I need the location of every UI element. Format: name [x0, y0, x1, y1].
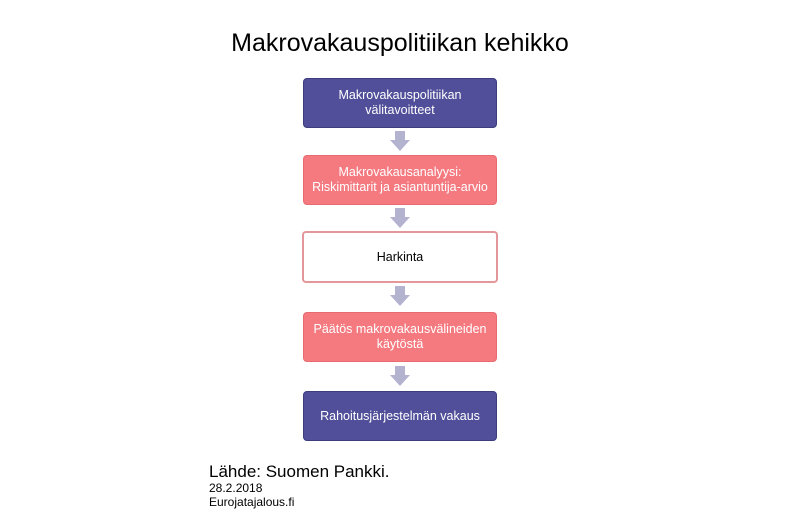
box-label: Rahoitusjärjestelmän vakaus: [320, 408, 480, 423]
box-financial-stability: Rahoitusjärjestelmän vakaus: [303, 391, 497, 441]
box-label: Päätös makrovakausvälineiden käytöstä: [313, 322, 487, 351]
down-arrow-icon: [390, 366, 410, 386]
diagram-title: Makrovakauspolitiikan kehikko: [231, 29, 569, 57]
source-note: Lähde: Suomen Pankki.: [209, 462, 390, 481]
box-label: Makrovakauspolitiikan välitavoitteet: [338, 88, 462, 117]
box-judgement: Harkinta: [302, 231, 498, 283]
site-note: Eurojatajalous.fi: [209, 495, 295, 509]
box-intermediate-objectives: Makrovakauspolitiikan välitavoitteet: [303, 78, 497, 128]
date-note: 28.2.2018: [209, 481, 263, 495]
box-label: Makrovakausanalyysi: Riskimittarit ja as…: [312, 165, 488, 194]
box-label: Harkinta: [376, 249, 424, 264]
down-arrow-icon: [390, 286, 410, 306]
down-arrow-icon: [390, 208, 410, 228]
box-macroprudential-analysis: Makrovakausanalyysi: Riskimittarit ja as…: [303, 155, 497, 205]
box-decision-on-instruments: Päätös makrovakausvälineiden käytöstä: [303, 312, 497, 362]
down-arrow-icon: [390, 131, 410, 151]
